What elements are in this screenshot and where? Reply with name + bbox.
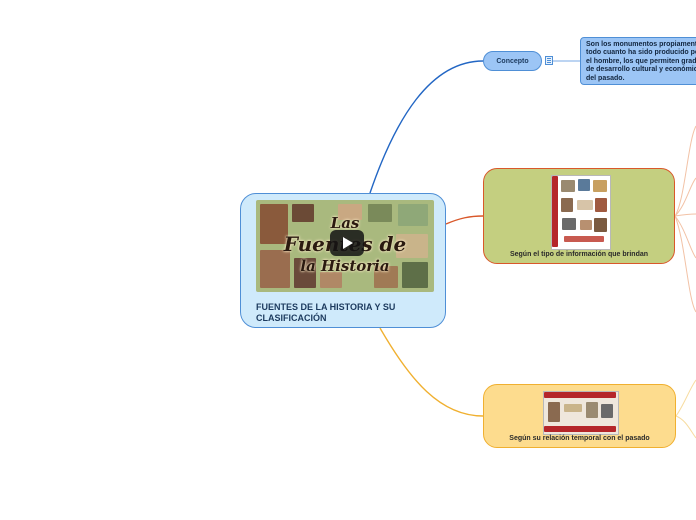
info-type-topic[interactable]: Según el tipo de información que brindan: [483, 168, 675, 264]
image-tile: [561, 198, 573, 212]
info-type-label: Según el tipo de información que brindan: [509, 251, 649, 258]
play-icon[interactable]: [330, 230, 364, 256]
thumb-collage-tile: [396, 234, 428, 258]
concept-note-text: Son los monumentos propiamente todo cuan…: [586, 41, 696, 82]
thumb-collage-tile: [260, 204, 288, 244]
central-topic-label: FUENTES DE LA HISTORIA Y SU CLASIFICACIÓ…: [256, 302, 396, 323]
video-thumbnail[interactable]: Las Fuentes de la Historia: [256, 200, 434, 292]
concept-topic[interactable]: Concepto: [483, 51, 542, 71]
note-icon[interactable]: [545, 56, 553, 65]
image-tile: [564, 404, 582, 412]
image-tile: [577, 200, 593, 210]
thumb-collage-tile: [320, 272, 342, 288]
concept-note[interactable]: Son los monumentos propiamente todo cuan…: [580, 37, 696, 85]
faint-sub-links-temporal: [675, 379, 696, 439]
link-temporal: [379, 327, 484, 417]
thumb-collage-tile: [374, 266, 398, 288]
image-tile: [580, 220, 592, 230]
image-tile: [564, 236, 604, 242]
thumb-collage-tile: [338, 204, 362, 220]
link-info-type: [445, 215, 484, 225]
image-tile: [578, 179, 590, 191]
image-tile: [586, 402, 598, 418]
image-tile: [561, 180, 575, 192]
image-tile: [595, 198, 607, 212]
concept-label: Concepto: [496, 57, 529, 65]
thumb-collage-tile: [292, 204, 314, 222]
image-band: [544, 392, 616, 398]
image-tile: [593, 180, 607, 192]
image-tile: [562, 218, 576, 230]
image-tile: [594, 218, 607, 232]
thumb-collage-tile: [260, 250, 290, 288]
faint-sub-links-info: [674, 125, 696, 313]
info-type-image: [551, 175, 611, 250]
temporal-image: [543, 391, 619, 435]
thumb-collage-tile: [294, 258, 316, 288]
temporal-topic[interactable]: Según su relación temporal con el pasado: [483, 384, 676, 448]
thumb-collage-tile: [398, 204, 428, 226]
thumb-collage-tile: [402, 262, 428, 288]
image-band: [544, 426, 616, 432]
image-tile: [548, 402, 560, 422]
image-tile: [601, 404, 613, 418]
link-concept: [369, 60, 484, 194]
image-band: [552, 176, 558, 247]
central-topic[interactable]: Las Fuentes de la Historia FUENTES DE LA…: [240, 193, 446, 328]
thumb-collage-tile: [368, 204, 392, 222]
temporal-label: Según su relación temporal con el pasado: [509, 435, 650, 442]
